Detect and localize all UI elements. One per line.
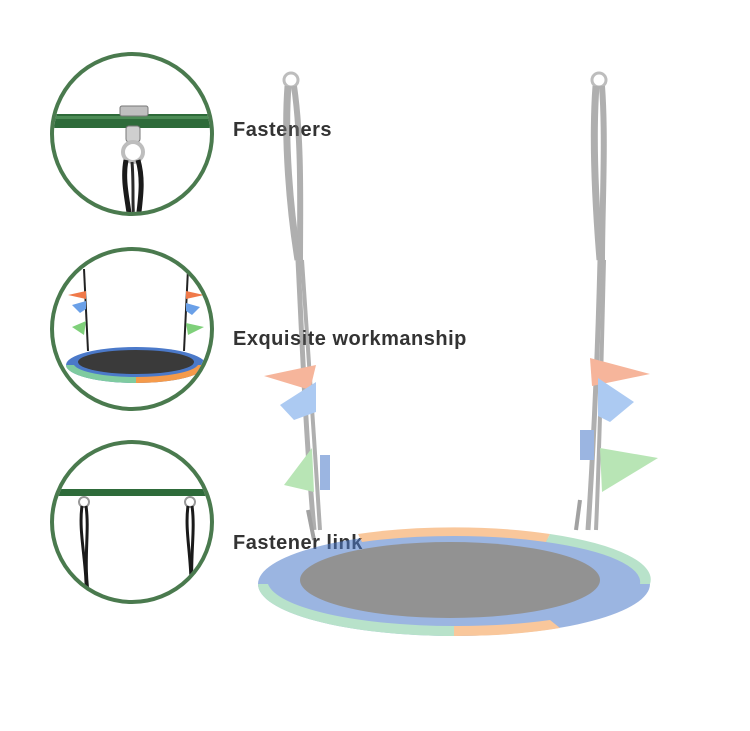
left-top-ring-icon xyxy=(282,71,300,89)
swing-seat xyxy=(258,527,651,637)
workmanship-detail-image xyxy=(50,247,214,411)
right-top-ring-icon xyxy=(590,71,608,89)
fasteners-detail-image xyxy=(50,52,214,216)
feature-label-fasteners: Fasteners xyxy=(233,119,332,141)
fastener-link-detail-image xyxy=(50,440,214,604)
fastener-link-icon xyxy=(54,489,210,600)
right-rope xyxy=(585,85,607,531)
feature-label-workmanship: Exquisite workmanship xyxy=(233,328,467,350)
left-flags xyxy=(264,365,330,492)
swing-overview-icon xyxy=(66,268,206,383)
right-flags xyxy=(580,358,658,492)
saucer-swing-product-image xyxy=(258,71,658,637)
fastener-icon xyxy=(54,105,210,212)
left-clip-icon xyxy=(306,509,316,541)
right-clip-icon xyxy=(574,499,582,531)
